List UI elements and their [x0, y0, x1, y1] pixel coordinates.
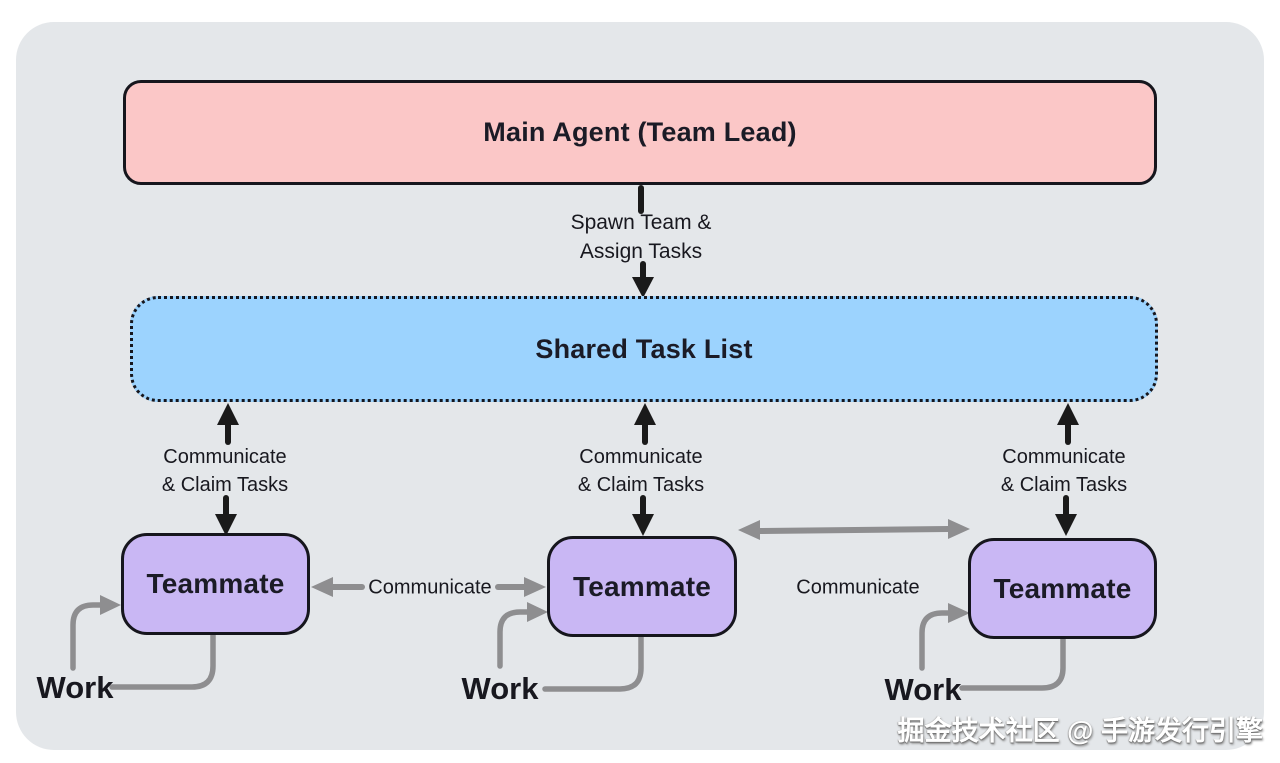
main-agent-label: Main Agent (Team Lead) — [483, 117, 797, 147]
work-label-2: Work — [461, 671, 539, 706]
node-teammate-2: Teammate — [547, 536, 737, 637]
work-label-1: Work — [36, 670, 114, 705]
claim-edge-label-1: Communicate & Claim Tasks — [162, 443, 288, 499]
claim-edge-label-1-line1: Communicate — [163, 446, 287, 468]
communicate-label-1-2: Communicate — [368, 576, 492, 599]
teammate-1-label: Teammate — [146, 568, 285, 599]
node-main-agent: Main Agent (Team Lead) — [123, 80, 1157, 185]
watermark-text: 掘金技术社区 @ 手游发行引擎 — [897, 716, 1263, 746]
claim-edge-label-3-line2: & Claim Tasks — [1000, 474, 1128, 496]
spawn-edge-label-line2: Assign Tasks — [579, 240, 703, 263]
claim-edge-label-1-line2: & Claim Tasks — [161, 474, 289, 496]
claim-edge-label-3: Communicate & Claim Tasks — [1001, 443, 1127, 499]
teammate-3-label: Teammate — [993, 572, 1132, 604]
node-teammate-3: Teammate — [968, 538, 1157, 639]
communicate-label-2-3: Communicate — [796, 576, 920, 599]
spawn-edge-label-line1: Spawn Team & — [570, 211, 712, 234]
shared-task-list-label: Shared Task List — [535, 333, 753, 364]
claim-edge-label-2-line1: Communicate — [579, 446, 703, 468]
teammate-2-label: Teammate — [572, 570, 712, 602]
node-shared-task-list: Shared Task List — [130, 296, 1158, 402]
node-teammate-1: Teammate — [121, 533, 310, 635]
claim-edge-label-3-line1: Communicate — [1002, 446, 1126, 468]
work-label-3: Work — [884, 672, 962, 707]
claim-edge-label-2: Communicate & Claim Tasks — [578, 443, 704, 499]
spawn-edge-label: Spawn Team & Assign Tasks — [571, 208, 712, 266]
claim-edge-label-2-line2: & Claim Tasks — [577, 474, 705, 496]
